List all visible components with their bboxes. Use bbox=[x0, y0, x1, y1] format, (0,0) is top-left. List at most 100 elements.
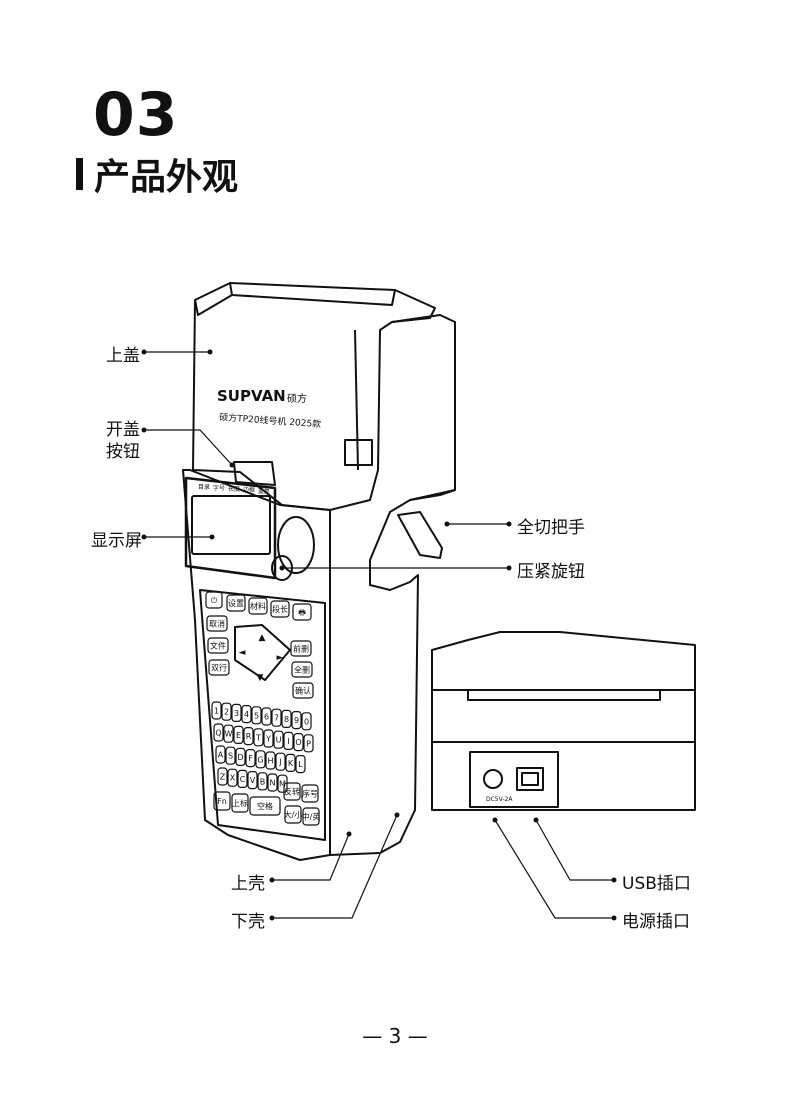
z-0-key: Z bbox=[220, 773, 226, 782]
q-0-key-frame bbox=[213, 723, 224, 742]
num-5-key: 6 bbox=[264, 713, 269, 722]
z-3-key-frame bbox=[247, 770, 258, 790]
case-key: 大/小 bbox=[284, 810, 303, 820]
a-3-key-frame bbox=[245, 748, 256, 768]
num-0-key-frame bbox=[211, 701, 222, 720]
label-usb-port: USB插口 bbox=[622, 874, 691, 894]
file-key: 文件 bbox=[210, 641, 226, 651]
label-knob: 压紧旋钮 bbox=[517, 562, 585, 582]
serial-key-frame bbox=[301, 784, 319, 803]
material-key-frame bbox=[248, 597, 268, 615]
num-6-key-frame bbox=[271, 708, 282, 727]
num-3-key: 4 bbox=[244, 710, 249, 719]
model-text: 硕方TP20线号机 2025款 bbox=[219, 411, 322, 430]
arrow-icon: ◄ bbox=[239, 648, 246, 658]
screen-tab: 字号 bbox=[213, 484, 225, 492]
label-display: 显示屏 bbox=[91, 531, 142, 551]
q-8-key-frame bbox=[293, 732, 304, 752]
top-cover-outline bbox=[192, 282, 436, 511]
a-5-key-frame bbox=[265, 751, 276, 770]
label-open-button-line1: 开盖 bbox=[106, 420, 140, 440]
confirm-key-frame bbox=[292, 682, 314, 699]
label-open-button-line2: 按钮 bbox=[106, 442, 140, 462]
q-3-key: R bbox=[246, 732, 252, 741]
num-9-key-frame bbox=[301, 712, 312, 731]
label-lower-shell: 下壳 bbox=[231, 912, 265, 932]
a-2-key-frame bbox=[235, 747, 246, 767]
space-key-frame bbox=[249, 796, 281, 816]
num-9-key: 0 bbox=[304, 717, 309, 726]
fn-key-frame bbox=[213, 791, 231, 811]
dup-key: 双行 bbox=[211, 663, 227, 673]
a-1-key: S bbox=[228, 752, 233, 761]
newline-key-frame bbox=[290, 640, 312, 657]
length-key: 段长 bbox=[272, 604, 288, 614]
file-key-frame bbox=[207, 637, 229, 654]
num-0-key: 1 bbox=[214, 707, 219, 716]
z-4-key-frame bbox=[257, 772, 268, 791]
label-cutter-handle: 全切把手 bbox=[517, 518, 585, 538]
num-8-key: 9 bbox=[294, 716, 299, 725]
num-8-key-frame bbox=[291, 710, 302, 730]
serial-key: 序号 bbox=[302, 789, 318, 799]
knob-shape bbox=[277, 516, 315, 574]
q-9-key-frame bbox=[303, 734, 314, 753]
dpad bbox=[234, 624, 291, 681]
a-6-key: J bbox=[278, 758, 281, 767]
title-accent-bar bbox=[76, 158, 83, 190]
q-6-key-frame bbox=[273, 730, 284, 749]
a-4-key-frame bbox=[255, 750, 266, 769]
screen-tab: 重复 bbox=[258, 487, 270, 495]
z-0-key-frame bbox=[217, 767, 228, 786]
updown-key: 上标 bbox=[232, 798, 248, 808]
q-7-key: I bbox=[287, 737, 289, 746]
dup-key-frame bbox=[208, 659, 230, 676]
settings-key-frame bbox=[226, 594, 246, 612]
a-7-key: K bbox=[288, 759, 294, 768]
invert-key-frame bbox=[283, 782, 301, 801]
q-6-key: U bbox=[276, 736, 282, 745]
label-top-cover: 上盖 bbox=[106, 346, 140, 366]
a-8-key: L bbox=[298, 760, 303, 769]
a-3-key: F bbox=[248, 754, 253, 763]
usb-port-shape bbox=[516, 767, 544, 791]
power-key: ⏻ bbox=[211, 596, 218, 605]
q-5-key: Y bbox=[265, 735, 271, 744]
a-0-key: A bbox=[218, 751, 224, 760]
z-5-key: N bbox=[270, 779, 276, 788]
cn_en-key: 中/英 bbox=[302, 812, 321, 822]
all-key-frame bbox=[291, 661, 313, 678]
fn-key: Fn bbox=[217, 797, 227, 806]
arrow-icon: ▼ bbox=[257, 673, 264, 683]
body-side-outline bbox=[329, 314, 456, 856]
z-2-key-frame bbox=[237, 769, 248, 789]
page-number: — 3 — bbox=[362, 1024, 428, 1048]
updown-key-frame bbox=[231, 793, 249, 813]
z-4-key: B bbox=[260, 777, 266, 786]
q-2-key: E bbox=[236, 731, 241, 740]
q-1-key-frame bbox=[223, 724, 234, 743]
arrow-icon: ▲ bbox=[259, 633, 266, 643]
num-7-key-frame bbox=[281, 709, 292, 729]
q-8-key: O bbox=[295, 738, 301, 747]
a-2-key: D bbox=[237, 753, 243, 762]
display-window bbox=[191, 495, 271, 555]
page-number-value: 3 bbox=[388, 1024, 402, 1048]
q-4-key: T bbox=[255, 733, 261, 742]
port-caption: DC5V-2A bbox=[486, 796, 513, 803]
all-key: 全删 bbox=[294, 665, 310, 675]
z-1-key: X bbox=[230, 774, 236, 783]
print-key: 🖶 bbox=[298, 608, 306, 617]
a-5-key: H bbox=[267, 757, 273, 766]
q-1-key: W bbox=[225, 730, 233, 739]
material-key: 材料 bbox=[250, 601, 266, 611]
label-upper-shell: 上壳 bbox=[231, 874, 265, 894]
q-0-key: Q bbox=[215, 729, 221, 738]
num-4-key-frame bbox=[251, 706, 262, 725]
section-number: 03 bbox=[93, 80, 179, 150]
z-3-key: V bbox=[250, 776, 256, 785]
brand-cn: 硕方 bbox=[287, 392, 307, 405]
z-5-key-frame bbox=[267, 773, 278, 792]
num-6-key: 7 bbox=[274, 714, 279, 723]
newline-key: 前删 bbox=[293, 644, 309, 654]
